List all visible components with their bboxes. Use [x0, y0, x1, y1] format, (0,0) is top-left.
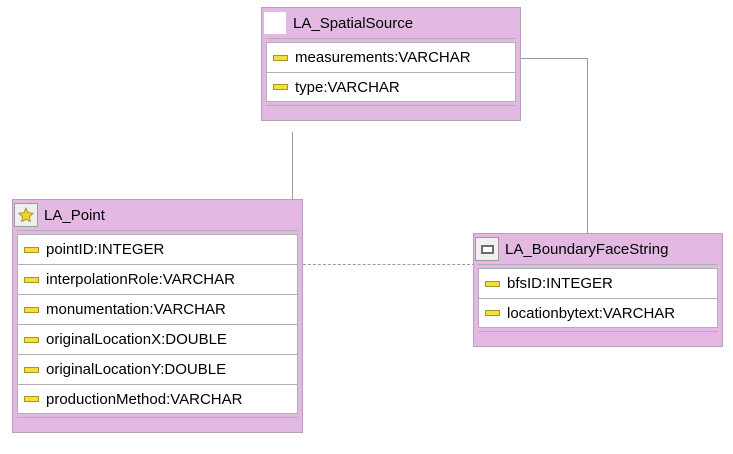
attribute-compartment-la-point: pointID:INTEGER interpolationRole:VARCHA…: [13, 231, 302, 417]
connector-spatialsource-to-boundaryfacestring-vertical[interactable]: [587, 58, 588, 234]
attribute-row[interactable]: bfsID:INTEGER: [478, 268, 718, 298]
operation-compartment-la-spatialsource: [262, 106, 520, 120]
class-header-divider: [17, 230, 298, 231]
class-header-divider: [478, 264, 718, 265]
attribute-label: monumentation:VARCHAR: [46, 301, 226, 318]
attribute-label: measurements:VARCHAR: [295, 49, 471, 66]
attribute-icon: [24, 396, 39, 402]
attribute-label: bfsID:INTEGER: [507, 275, 613, 292]
attribute-compartment-la-boundaryfacestring: bfsID:INTEGER locationbytext:VARCHAR: [474, 265, 722, 331]
connector-spatialsource-to-point[interactable]: [292, 132, 293, 200]
class-title-la-boundaryfacestring: LA_BoundaryFaceString: [505, 240, 669, 258]
star-icon: [14, 203, 38, 227]
class-header-la-spatialsource: LA_SpatialSource: [262, 8, 520, 38]
operation-compartment-la-boundaryfacestring: [474, 332, 722, 346]
attribute-icon: [24, 336, 39, 343]
connector-point-to-boundaryfacestring[interactable]: [303, 264, 475, 265]
attribute-label: productionMethod:VARCHAR: [46, 390, 243, 408]
operation-compartment-la-point: [13, 418, 302, 432]
attribute-row[interactable]: type:VARCHAR: [266, 72, 516, 102]
class-header-la-point: LA_Point: [13, 200, 302, 230]
attribute-row[interactable]: originalLocationX:DOUBLE: [17, 324, 298, 354]
attribute-icon: [273, 54, 288, 61]
uml-class-la-point[interactable]: LA_Point pointID:INTEGER interpolationRo…: [12, 199, 303, 433]
connector-spatialsource-to-boundaryfacestring-horizontal[interactable]: [521, 58, 587, 59]
uml-class-la-boundaryfacestring[interactable]: LA_BoundaryFaceString bfsID:INTEGER loca…: [473, 233, 723, 347]
class-operations-divider: [266, 105, 516, 106]
attribute-icon: [485, 280, 500, 287]
attribute-row[interactable]: measurements:VARCHAR: [266, 42, 516, 72]
attribute-icon: [24, 366, 39, 373]
attribute-label: interpolationRole:VARCHAR: [46, 271, 235, 288]
attribute-icon: [485, 310, 500, 316]
attribute-row[interactable]: originalLocationY:DOUBLE: [17, 354, 298, 384]
uml-class-la-spatialsource[interactable]: LA_SpatialSource measurements:VARCHAR ty…: [261, 7, 521, 121]
blank-square-icon: [263, 11, 287, 35]
class-operations-divider: [17, 417, 298, 418]
attribute-label: originalLocationY:DOUBLE: [46, 361, 227, 378]
attribute-icon: [24, 246, 39, 253]
class-header-divider: [266, 38, 516, 39]
attribute-row[interactable]: pointID:INTEGER: [17, 234, 298, 264]
attribute-label: originalLocationX:DOUBLE: [46, 331, 227, 348]
class-operations-divider: [478, 331, 718, 332]
attribute-row[interactable]: interpolationRole:VARCHAR: [17, 264, 298, 294]
attribute-label: locationbytext:VARCHAR: [507, 304, 676, 322]
attribute-row[interactable]: locationbytext:VARCHAR: [478, 298, 718, 328]
class-title-la-spatialsource: LA_SpatialSource: [293, 14, 414, 32]
attribute-icon: [273, 84, 288, 90]
class-title-la-point: LA_Point: [44, 206, 105, 224]
attribute-row[interactable]: productionMethod:VARCHAR: [17, 384, 298, 414]
class-header-la-boundaryfacestring: LA_BoundaryFaceString: [474, 234, 722, 264]
attribute-icon: [24, 306, 39, 313]
attribute-label: type:VARCHAR: [295, 78, 400, 96]
attribute-row[interactable]: monumentation:VARCHAR: [17, 294, 298, 324]
rectangle-glyph: [480, 244, 494, 254]
rectangle-icon: [475, 237, 499, 261]
attribute-compartment-la-spatialsource: measurements:VARCHAR type:VARCHAR: [262, 39, 520, 105]
attribute-icon: [24, 276, 39, 283]
attribute-label: pointID:INTEGER: [46, 241, 165, 258]
